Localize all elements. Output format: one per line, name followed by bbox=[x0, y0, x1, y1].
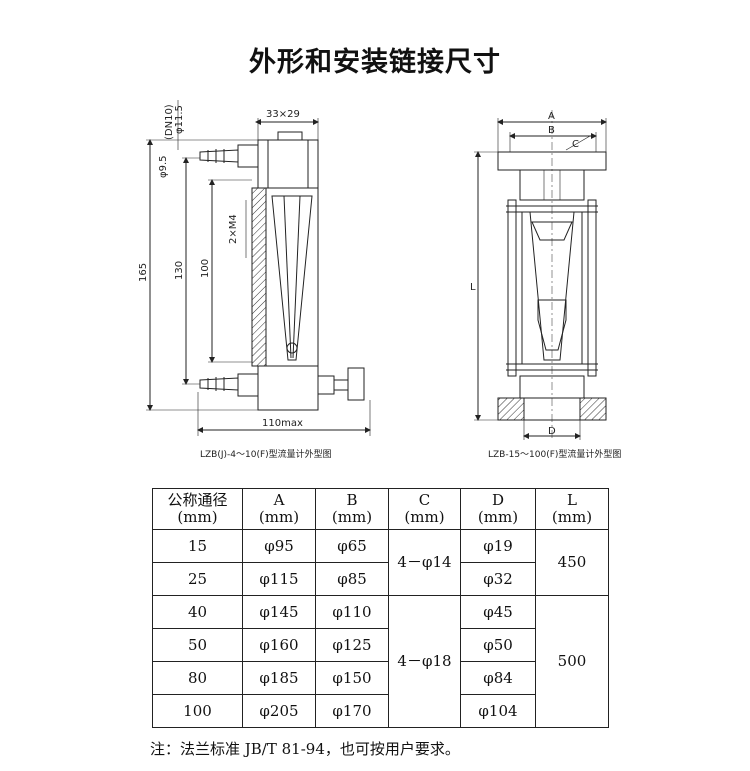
header-name: D bbox=[491, 491, 505, 509]
bottom-body-block bbox=[257, 365, 319, 411]
cell-dn: 50 bbox=[152, 628, 243, 662]
cell-d: φ104 bbox=[460, 694, 536, 728]
left-drawing-dimension-labels: 33×29 (DN10) φ11.5 φ9.5 2×M4 165 130 100… bbox=[138, 104, 332, 460]
cell-b: φ85 bbox=[315, 562, 389, 596]
table-row: 15 φ95 φ65 4－φ14 φ19 450 bbox=[152, 529, 609, 596]
table-row: 25 φ115 φ85 φ32 bbox=[152, 562, 609, 596]
header-unit: (mm) bbox=[551, 508, 593, 526]
dim-height-130: 130 bbox=[174, 261, 185, 280]
taper-tube bbox=[529, 211, 575, 361]
header-unit: (mm) bbox=[477, 508, 519, 526]
cell-c-group-1: 4－φ14 bbox=[388, 529, 461, 596]
top-cap bbox=[277, 131, 303, 141]
header-name: A bbox=[273, 491, 285, 509]
header-name: L bbox=[567, 491, 577, 509]
tie-rod-left bbox=[507, 199, 517, 377]
header-unit: (mm) bbox=[331, 508, 373, 526]
header-d: D(mm) bbox=[460, 488, 536, 530]
dim-phi-11-5: φ11.5 bbox=[174, 105, 185, 134]
header-unit: (mm) bbox=[177, 508, 218, 526]
top-body-block bbox=[257, 139, 319, 189]
label-l: L bbox=[470, 282, 476, 293]
cell-l-group-2: 500 bbox=[535, 595, 609, 728]
cell-a: φ160 bbox=[242, 628, 316, 662]
cell-a: φ205 bbox=[242, 694, 316, 728]
cell-dn: 80 bbox=[152, 661, 243, 695]
header-nominal-diameter: 公称通径(mm) bbox=[152, 488, 243, 530]
table-row: 50 φ160 φ125 φ50 bbox=[152, 628, 609, 662]
label-a: A bbox=[548, 111, 555, 122]
cell-b: φ110 bbox=[315, 595, 389, 629]
valve-knob bbox=[347, 367, 365, 401]
cell-a: φ95 bbox=[242, 529, 316, 563]
float bbox=[537, 299, 567, 351]
tie-rod-right bbox=[587, 199, 597, 377]
cell-a: φ115 bbox=[242, 562, 316, 596]
header-name: 公称通径 bbox=[167, 491, 228, 509]
side-wall bbox=[251, 187, 267, 367]
table-header-row: 公称通径(mm) A(mm) B(mm) C(mm) D(mm) L(mm) bbox=[152, 488, 609, 530]
label-b: B bbox=[548, 125, 555, 136]
cell-b: φ125 bbox=[315, 628, 389, 662]
header-name: B bbox=[346, 491, 358, 509]
dim-height-165: 165 bbox=[138, 263, 149, 282]
table-row: 40 φ145 φ110 4－φ18 φ45 500 bbox=[152, 595, 609, 728]
cell-d: φ50 bbox=[460, 628, 536, 662]
cell-b: φ65 bbox=[315, 529, 389, 563]
float bbox=[286, 342, 298, 354]
label-c: C bbox=[572, 139, 579, 150]
cell-b: φ170 bbox=[315, 694, 389, 728]
header-b: B(mm) bbox=[315, 488, 389, 530]
header-c: C(mm) bbox=[388, 488, 461, 530]
header-unit: (mm) bbox=[404, 508, 445, 526]
dim-thread: 2×M4 bbox=[228, 214, 239, 244]
dim-width-110max: 110max bbox=[262, 418, 303, 429]
cell-l-group-1: 450 bbox=[535, 529, 609, 596]
footnote: 注：法兰标准 JB/T 81-94，也可按用户要求。 bbox=[150, 740, 460, 758]
left-drawing-caption: LZB(J)-4～10(F)型流量计外型图 bbox=[200, 448, 332, 460]
cell-c-group-2: 4－φ18 bbox=[388, 595, 461, 728]
page-title: 外形和安装链接尺寸 bbox=[249, 47, 501, 78]
cell-dn: 15 bbox=[152, 529, 243, 563]
cell-a: φ185 bbox=[242, 661, 316, 695]
label-d: D bbox=[548, 426, 556, 437]
taper-tube bbox=[271, 195, 313, 361]
header-name: C bbox=[418, 491, 431, 509]
right-flowmeter-drawing bbox=[474, 110, 607, 440]
technical-drawings: 33×29 (DN10) φ11.5 φ9.5 2×M4 165 130 100… bbox=[138, 100, 621, 460]
top-hose-barb bbox=[199, 149, 239, 163]
header-unit: (mm) bbox=[258, 508, 300, 526]
cell-dn: 100 bbox=[152, 694, 243, 728]
cell-d: φ84 bbox=[460, 661, 536, 695]
dim-phi-9-5: φ9.5 bbox=[158, 156, 169, 179]
cell-b: φ150 bbox=[315, 661, 389, 695]
right-drawing-caption: LZB-15～100(F)型流量计外型图 bbox=[488, 448, 621, 460]
header-a: A(mm) bbox=[242, 488, 316, 530]
cell-d: φ19 bbox=[460, 529, 536, 563]
dimension-table: 公称通径(mm) A(mm) B(mm) C(mm) D(mm) L(mm) 1… bbox=[152, 488, 609, 728]
header-l: L(mm) bbox=[535, 488, 609, 530]
table-row: 100 φ205 φ170 φ104 bbox=[152, 694, 609, 728]
cell-a: φ145 bbox=[242, 595, 316, 629]
right-drawing-labels: A B C D L LZB-15～100(F)型流量计外型图 bbox=[470, 111, 621, 460]
cell-dn: 40 bbox=[152, 595, 243, 629]
bottom-hose-barb bbox=[199, 377, 239, 391]
left-flowmeter-drawing bbox=[146, 100, 371, 436]
dim-height-100: 100 bbox=[200, 259, 211, 278]
top-connector bbox=[237, 144, 259, 168]
dim-body-size: 33×29 bbox=[266, 109, 300, 120]
cell-d: φ32 bbox=[460, 562, 536, 596]
cell-dn: 25 bbox=[152, 562, 243, 596]
dim-dn: (DN10) bbox=[164, 104, 175, 140]
cell-d: φ45 bbox=[460, 595, 536, 629]
